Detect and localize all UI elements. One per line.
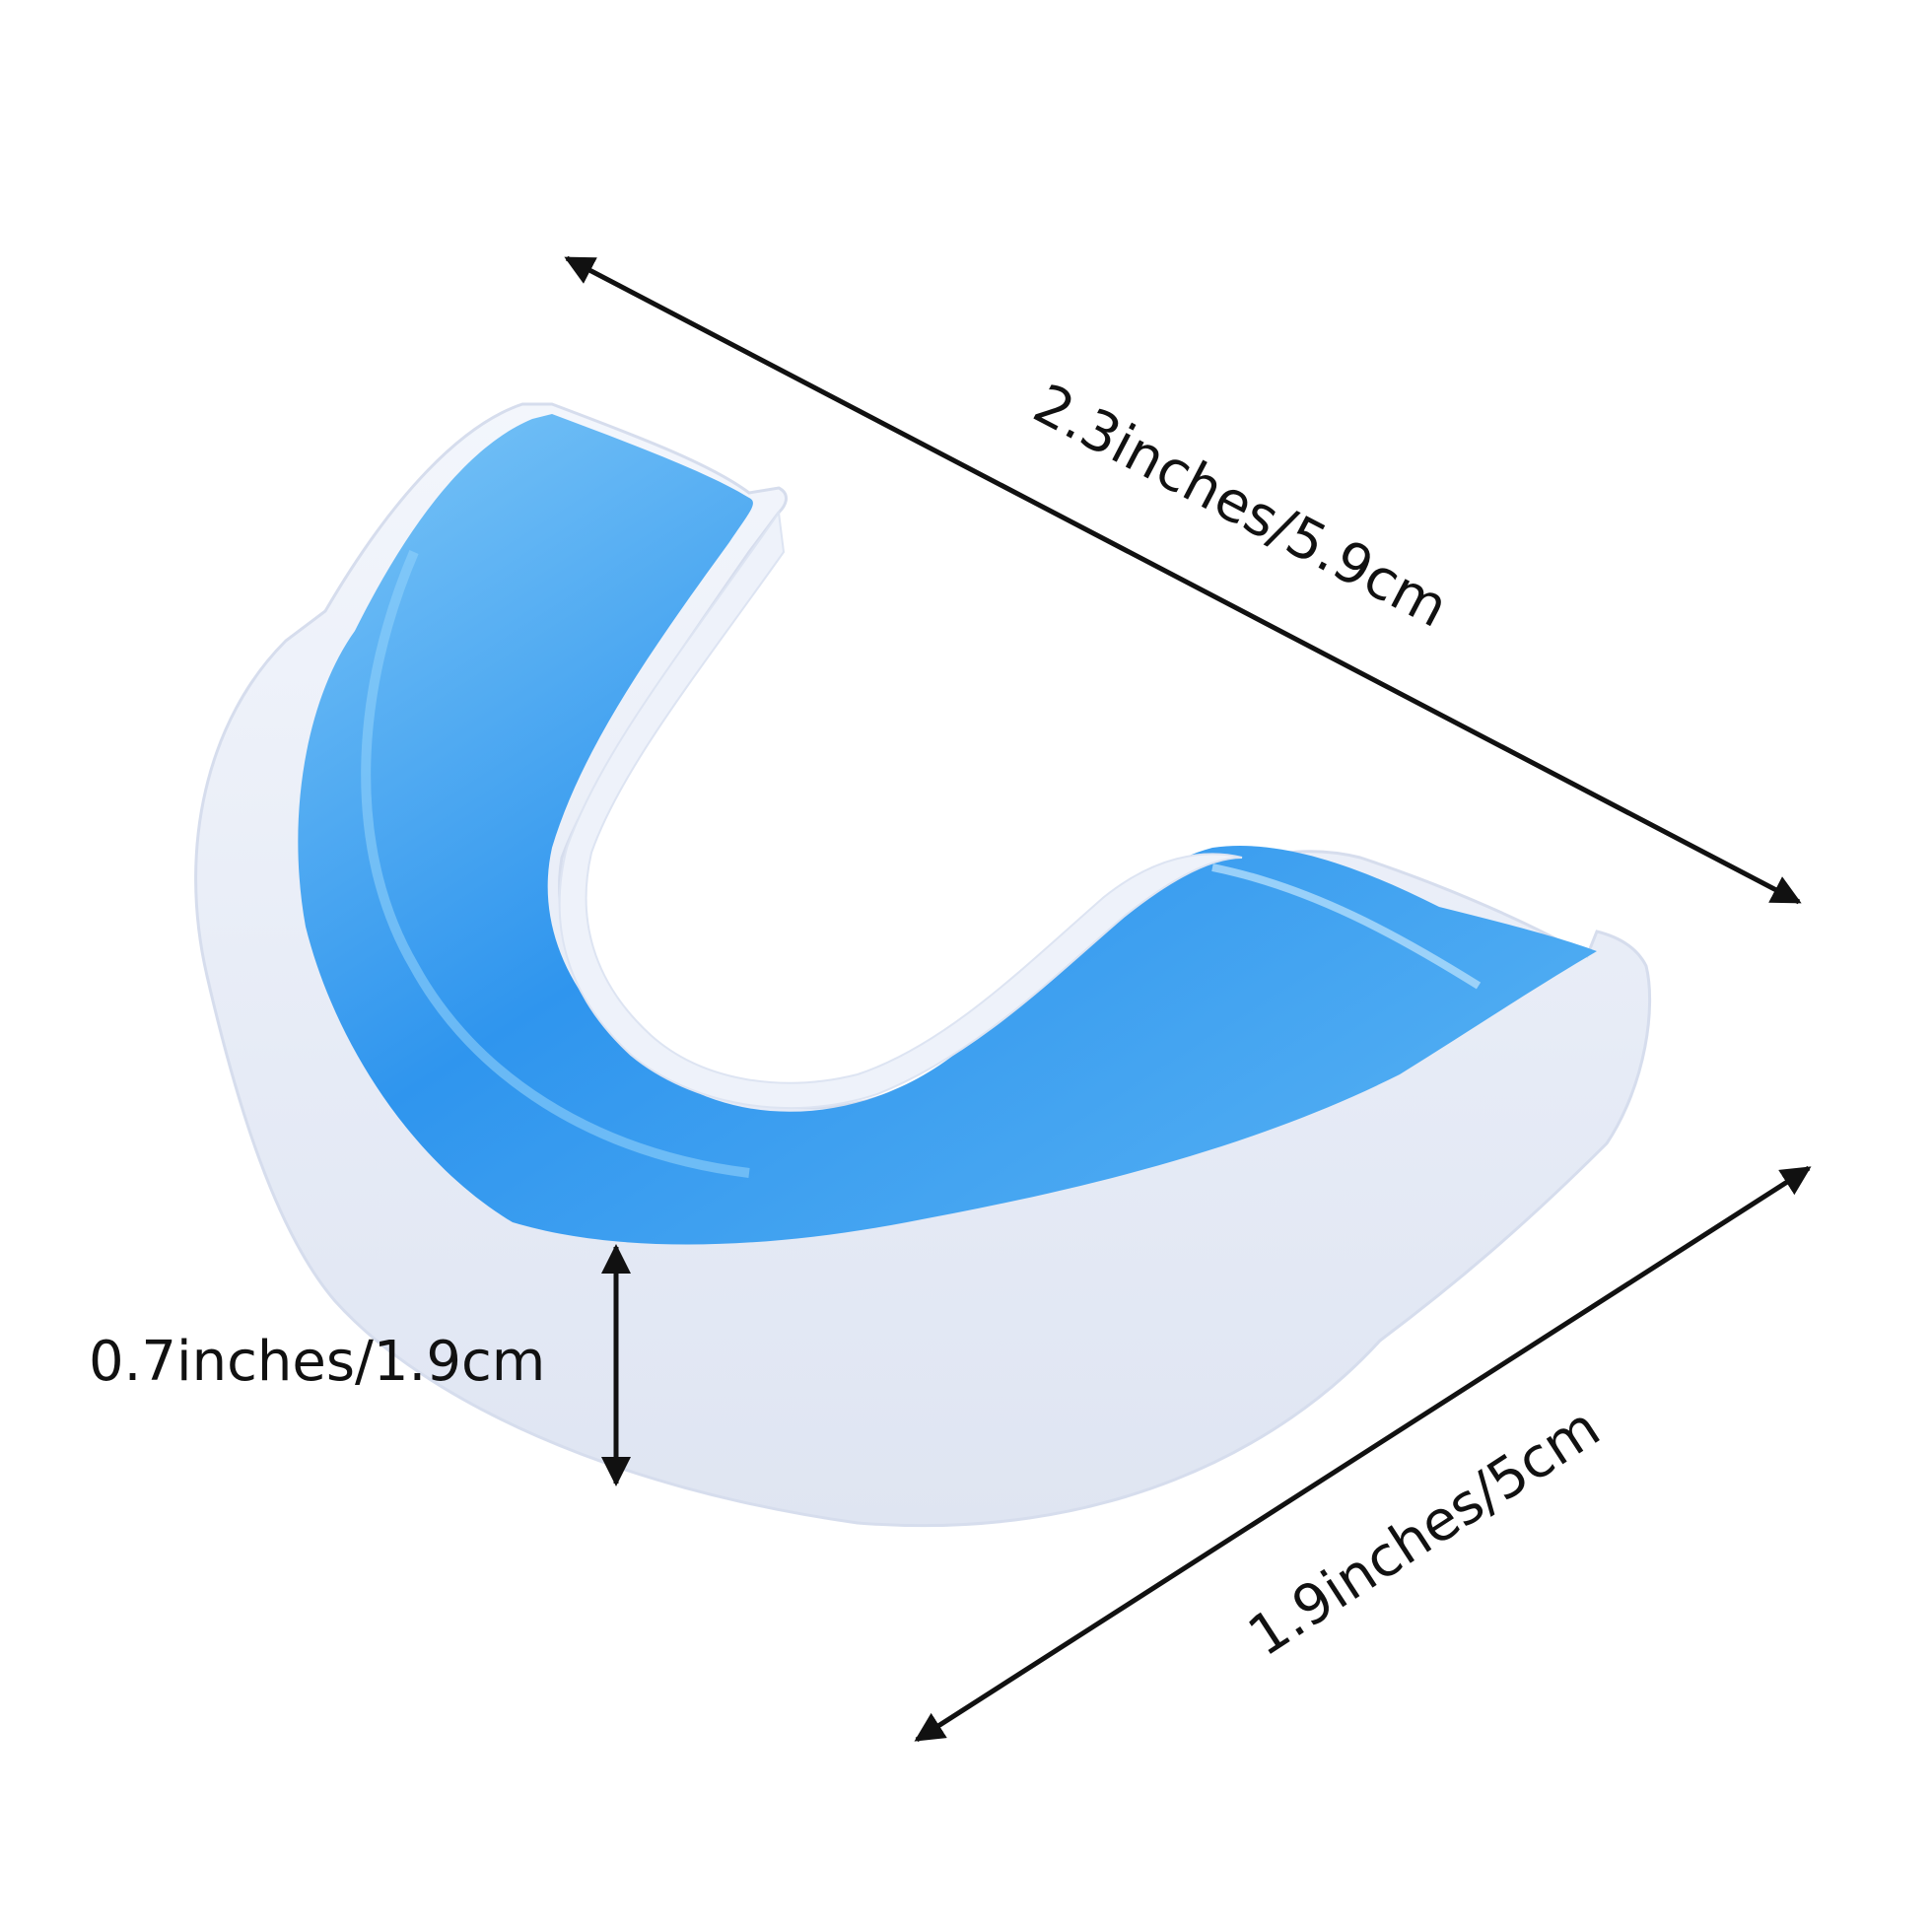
height-label: 0.7inches/1.9cm (89, 1330, 545, 1394)
width-dimension-arrow (914, 1165, 1812, 1743)
length-dimension-arrow (564, 255, 1802, 905)
length-label: 2.3inches/5.9cm (1023, 372, 1458, 640)
width-label: 1.9inches/5cm (1237, 1396, 1611, 1670)
